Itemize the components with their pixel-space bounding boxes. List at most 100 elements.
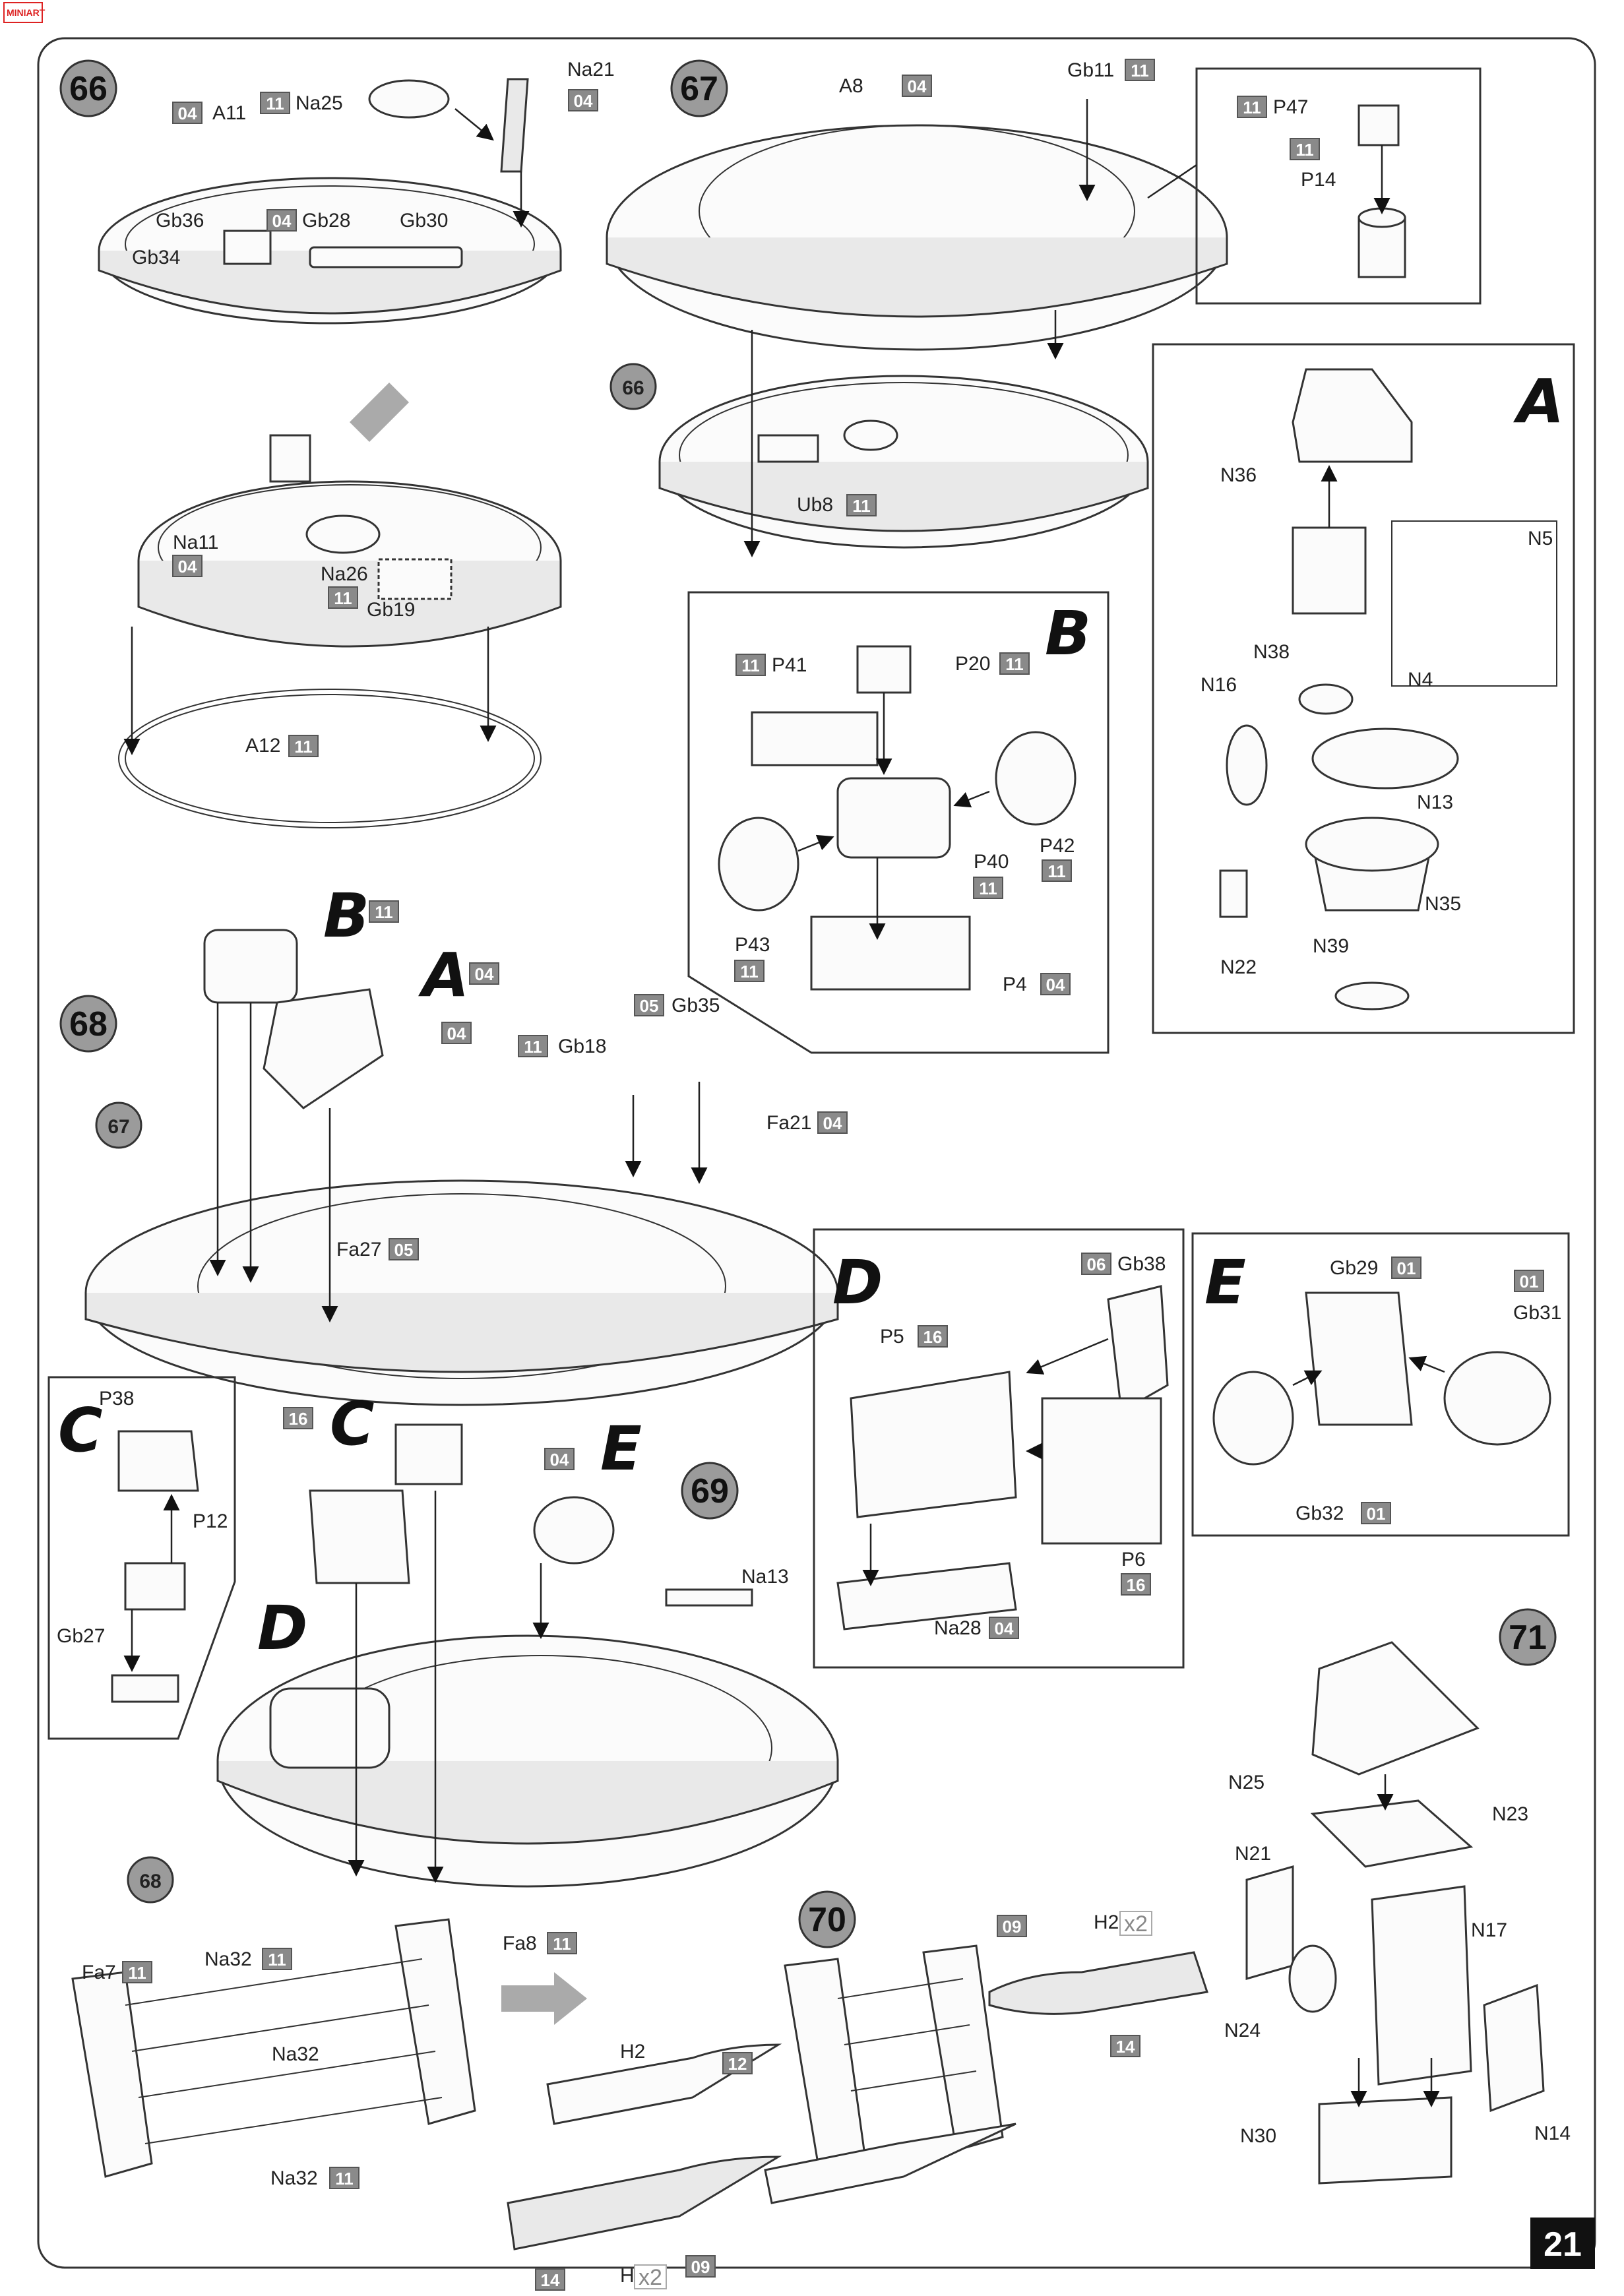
svg-text:11: 11 xyxy=(334,588,352,608)
svg-text:11: 11 xyxy=(1243,98,1261,117)
count-x2-h2: x2 xyxy=(1124,1911,1148,1937)
shell-hn2 xyxy=(507,2156,782,2250)
label-na25: Na25 xyxy=(296,92,343,114)
label-p42: P42 xyxy=(1040,835,1075,857)
label-p4: P4 xyxy=(1003,974,1027,995)
svg-text:09: 09 xyxy=(691,2257,710,2277)
label-gb28: Gb28 xyxy=(302,210,350,232)
step-number-69: 69 xyxy=(691,1472,729,1510)
page-number-box: 21 xyxy=(1530,2218,1595,2269)
svg-text:04: 04 xyxy=(823,1113,842,1133)
svg-text:16: 16 xyxy=(923,1327,943,1347)
svg-text:04: 04 xyxy=(574,91,593,111)
svg-text:04: 04 xyxy=(995,1619,1014,1638)
svg-text:04: 04 xyxy=(1046,975,1065,995)
brand-logo: MINIART xyxy=(3,2,46,23)
step-68: 68 B 11 A 04 67 04 11 Gb18 05 Gb35 Fa21 … xyxy=(59,881,848,1406)
letter-c: C xyxy=(58,1395,103,1466)
shell-h2 xyxy=(546,2043,782,2125)
label-p6: P6 xyxy=(1121,1549,1146,1570)
label-gb36: Gb36 xyxy=(156,210,204,232)
step-67: 67 A8 04 Gb11 11 66 Ub8 11 11 P47 11 P14 xyxy=(606,59,1575,1034)
label-n5: N5 xyxy=(1528,528,1553,549)
label-fa8: Fa8 xyxy=(503,1933,537,1954)
label-fa7: Fa7 xyxy=(82,1962,116,1983)
subassembly-e-box xyxy=(1191,1232,1570,1537)
svg-text:11: 11 xyxy=(553,1934,571,1954)
label-na28: Na28 xyxy=(934,1617,982,1639)
svg-text:11: 11 xyxy=(266,94,284,113)
label-na13: Na13 xyxy=(741,1566,789,1588)
label-n38: N38 xyxy=(1253,641,1290,663)
svg-text:04: 04 xyxy=(272,211,292,231)
svg-text:04: 04 xyxy=(475,964,494,984)
subassembly-c-box xyxy=(47,1376,236,1740)
label-n30: N30 xyxy=(1240,2125,1276,2147)
svg-text:11: 11 xyxy=(1047,861,1066,881)
svg-text:16: 16 xyxy=(1127,1575,1146,1595)
label-gb29: Gb29 xyxy=(1330,1257,1378,1279)
label-n13: N13 xyxy=(1417,791,1453,813)
step-69: 69 16 C D 04 E Na13 68 xyxy=(127,1388,839,1904)
label-n23: N23 xyxy=(1492,1803,1528,1825)
label-h2-right: H2 xyxy=(1094,1911,1119,1933)
svg-text:01: 01 xyxy=(1367,1504,1386,1524)
label-a12: A12 xyxy=(245,735,280,757)
ref-step-66: 66 xyxy=(622,377,644,399)
letter-c-69: C xyxy=(330,1388,375,1459)
svg-text:11: 11 xyxy=(335,2169,354,2188)
label-gb31: Gb31 xyxy=(1513,1302,1561,1324)
label-n35: N35 xyxy=(1425,893,1461,915)
svg-text:11: 11 xyxy=(1005,654,1024,674)
label-gb30: Gb30 xyxy=(400,210,448,232)
label-na26: Na26 xyxy=(321,563,368,585)
label-n36: N36 xyxy=(1220,464,1257,486)
subassembly-e: E Gb29 01 01 Gb31 Gb32 01 xyxy=(1191,1232,1570,1537)
shell-h2-right xyxy=(988,1951,1208,2015)
ref-step-67: 67 xyxy=(108,1116,129,1138)
label-n16: N16 xyxy=(1201,674,1237,696)
svg-text:06: 06 xyxy=(1087,1255,1106,1274)
svg-text:11: 11 xyxy=(1131,61,1149,80)
subassembly-a-box xyxy=(1152,343,1575,1034)
label-p20: P20 xyxy=(955,653,990,675)
letter-a: A xyxy=(1513,366,1564,437)
label-gb27: Gb27 xyxy=(57,1625,105,1647)
label-p38: P38 xyxy=(99,1388,134,1410)
letter-b: B xyxy=(1045,598,1091,669)
label-gb35: Gb35 xyxy=(671,995,720,1016)
label-p14: P14 xyxy=(1301,169,1336,191)
label-gb38: Gb38 xyxy=(1117,1253,1166,1275)
label-a11: A11 xyxy=(212,102,246,124)
svg-text:05: 05 xyxy=(640,996,659,1016)
svg-text:11: 11 xyxy=(979,879,997,898)
label-n22: N22 xyxy=(1220,956,1257,978)
label-n21: N21 xyxy=(1235,1843,1271,1865)
label-na32-bottom: Na32 xyxy=(270,2167,318,2189)
page-number: 21 xyxy=(1544,2225,1582,2264)
svg-text:11: 11 xyxy=(1296,140,1314,160)
part-na21-arm xyxy=(500,78,529,173)
letter-b-68: B xyxy=(323,881,369,951)
subassembly-d-box xyxy=(813,1228,1185,1669)
svg-text:14: 14 xyxy=(1116,2037,1135,2057)
label-n4: N4 xyxy=(1408,669,1433,691)
inset-p47-p14 xyxy=(1195,67,1482,305)
svg-text:11: 11 xyxy=(375,902,393,922)
part-n13 xyxy=(1311,728,1459,790)
step-70: 70 Fa7 11 Na32 11 Na32 Na32 11 Fa8 11 H2… xyxy=(71,1890,1208,2291)
svg-text:11: 11 xyxy=(268,1950,286,1970)
svg-text:09: 09 xyxy=(1003,1917,1022,1937)
label-h2-left: H2 xyxy=(620,2041,645,2063)
svg-text:01: 01 xyxy=(1397,1258,1416,1278)
letter-d: D xyxy=(832,1247,883,1318)
svg-text:11: 11 xyxy=(852,496,871,516)
subassembly-b-box xyxy=(687,591,1109,1054)
label-p40: P40 xyxy=(974,851,1009,873)
letter-d-69: D xyxy=(257,1593,307,1663)
label-gb19: Gb19 xyxy=(367,599,415,621)
subassembly-d: D 06 Gb38 P5 16 P6 16 Na28 04 xyxy=(813,1228,1185,1669)
step-71: 71 N25 N23 N21 N17 N24 N14 N30 xyxy=(1224,1608,1571,2185)
label-p12: P12 xyxy=(193,1510,228,1532)
svg-text:11: 11 xyxy=(740,962,759,981)
